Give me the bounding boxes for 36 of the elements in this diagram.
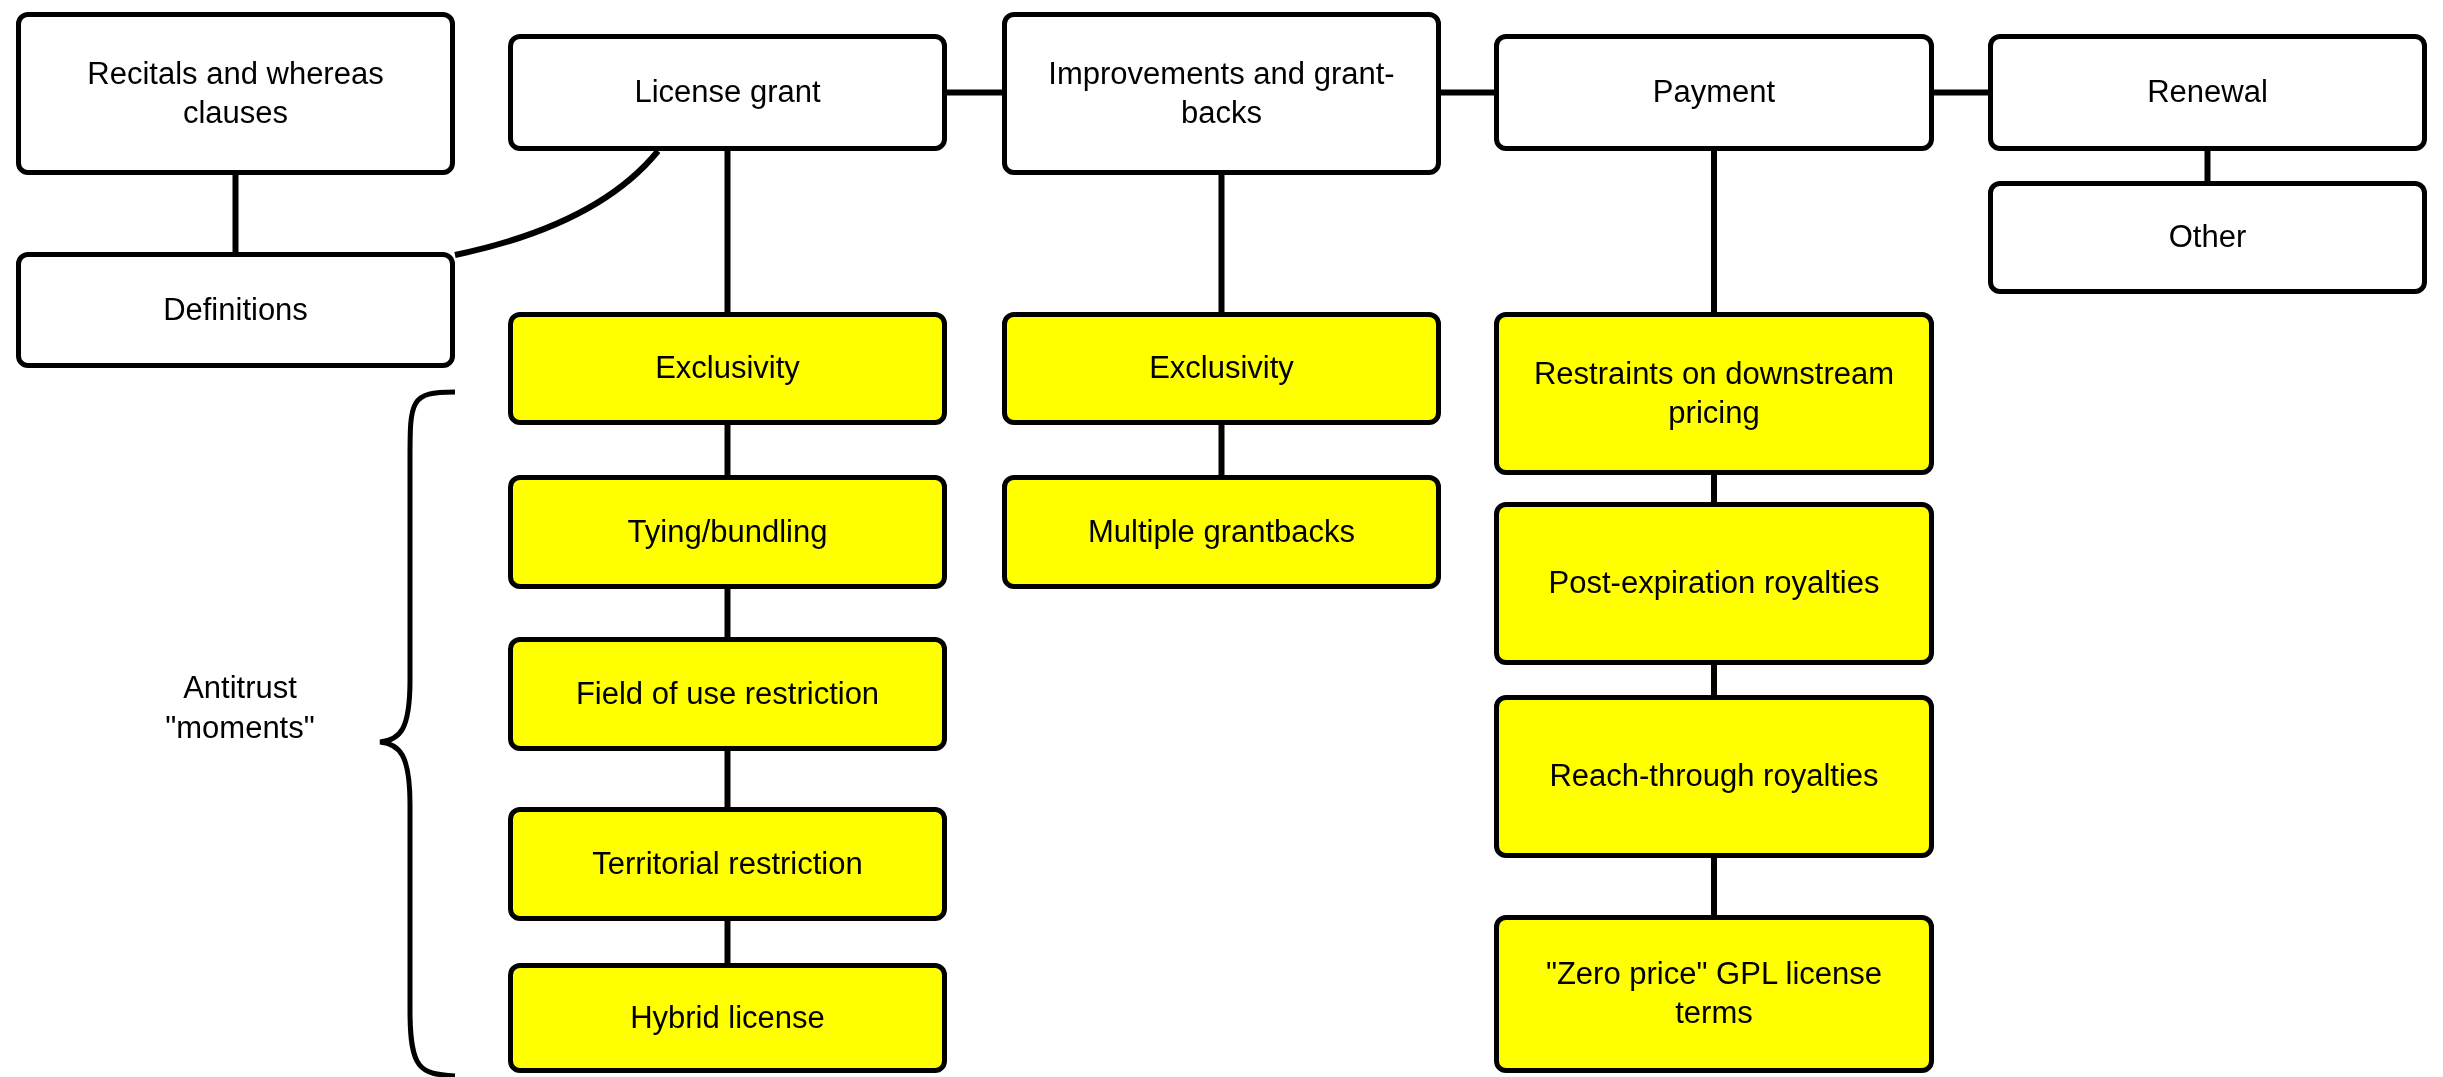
section-box: License grant xyxy=(508,34,947,151)
connector-line xyxy=(1934,89,1988,96)
section-box: Renewal xyxy=(1988,34,2427,151)
connector-line xyxy=(1218,425,1225,475)
connector-line xyxy=(947,89,1002,96)
connector-line xyxy=(1711,475,1717,502)
connector-line xyxy=(2204,151,2211,181)
highlighted-box: Hybrid license xyxy=(508,963,947,1073)
highlighted-box: Territorial restriction xyxy=(508,807,947,921)
connector-line xyxy=(724,589,731,637)
highlighted-box: Tying/bundling xyxy=(508,475,947,589)
highlighted-box: Multiple grantbacks xyxy=(1002,475,1441,589)
section-box: Other xyxy=(1988,181,2427,294)
connector-line xyxy=(724,921,731,963)
connector-line xyxy=(724,425,731,475)
highlighted-box: Exclusivity xyxy=(508,312,947,425)
connector-line xyxy=(454,149,661,258)
connector-line xyxy=(724,151,731,312)
section-box: Definitions xyxy=(16,252,455,368)
connector-line xyxy=(1711,858,1717,915)
connector-line xyxy=(724,751,731,807)
connector-line xyxy=(1218,175,1225,312)
highlighted-box: Post-expiration royalties xyxy=(1494,502,1934,665)
brace-label: Antitrust "moments" xyxy=(164,669,316,748)
highlighted-box: Field of use restriction xyxy=(508,637,947,751)
highlighted-box: "Zero price" GPL license terms xyxy=(1494,915,1934,1073)
section-box: Recitals and whereas clauses xyxy=(16,12,455,175)
section-box: Improvements and grant-backs xyxy=(1002,12,1441,175)
highlighted-box: Reach-through royalties xyxy=(1494,695,1934,858)
connector-line xyxy=(1711,151,1717,312)
connector-line xyxy=(1711,665,1717,695)
connector-line xyxy=(232,175,239,252)
highlighted-box: Restraints on downstream pricing xyxy=(1494,312,1934,475)
connector-line xyxy=(1441,89,1494,96)
highlighted-box: Exclusivity xyxy=(1002,312,1441,425)
section-box: Payment xyxy=(1494,34,1934,151)
